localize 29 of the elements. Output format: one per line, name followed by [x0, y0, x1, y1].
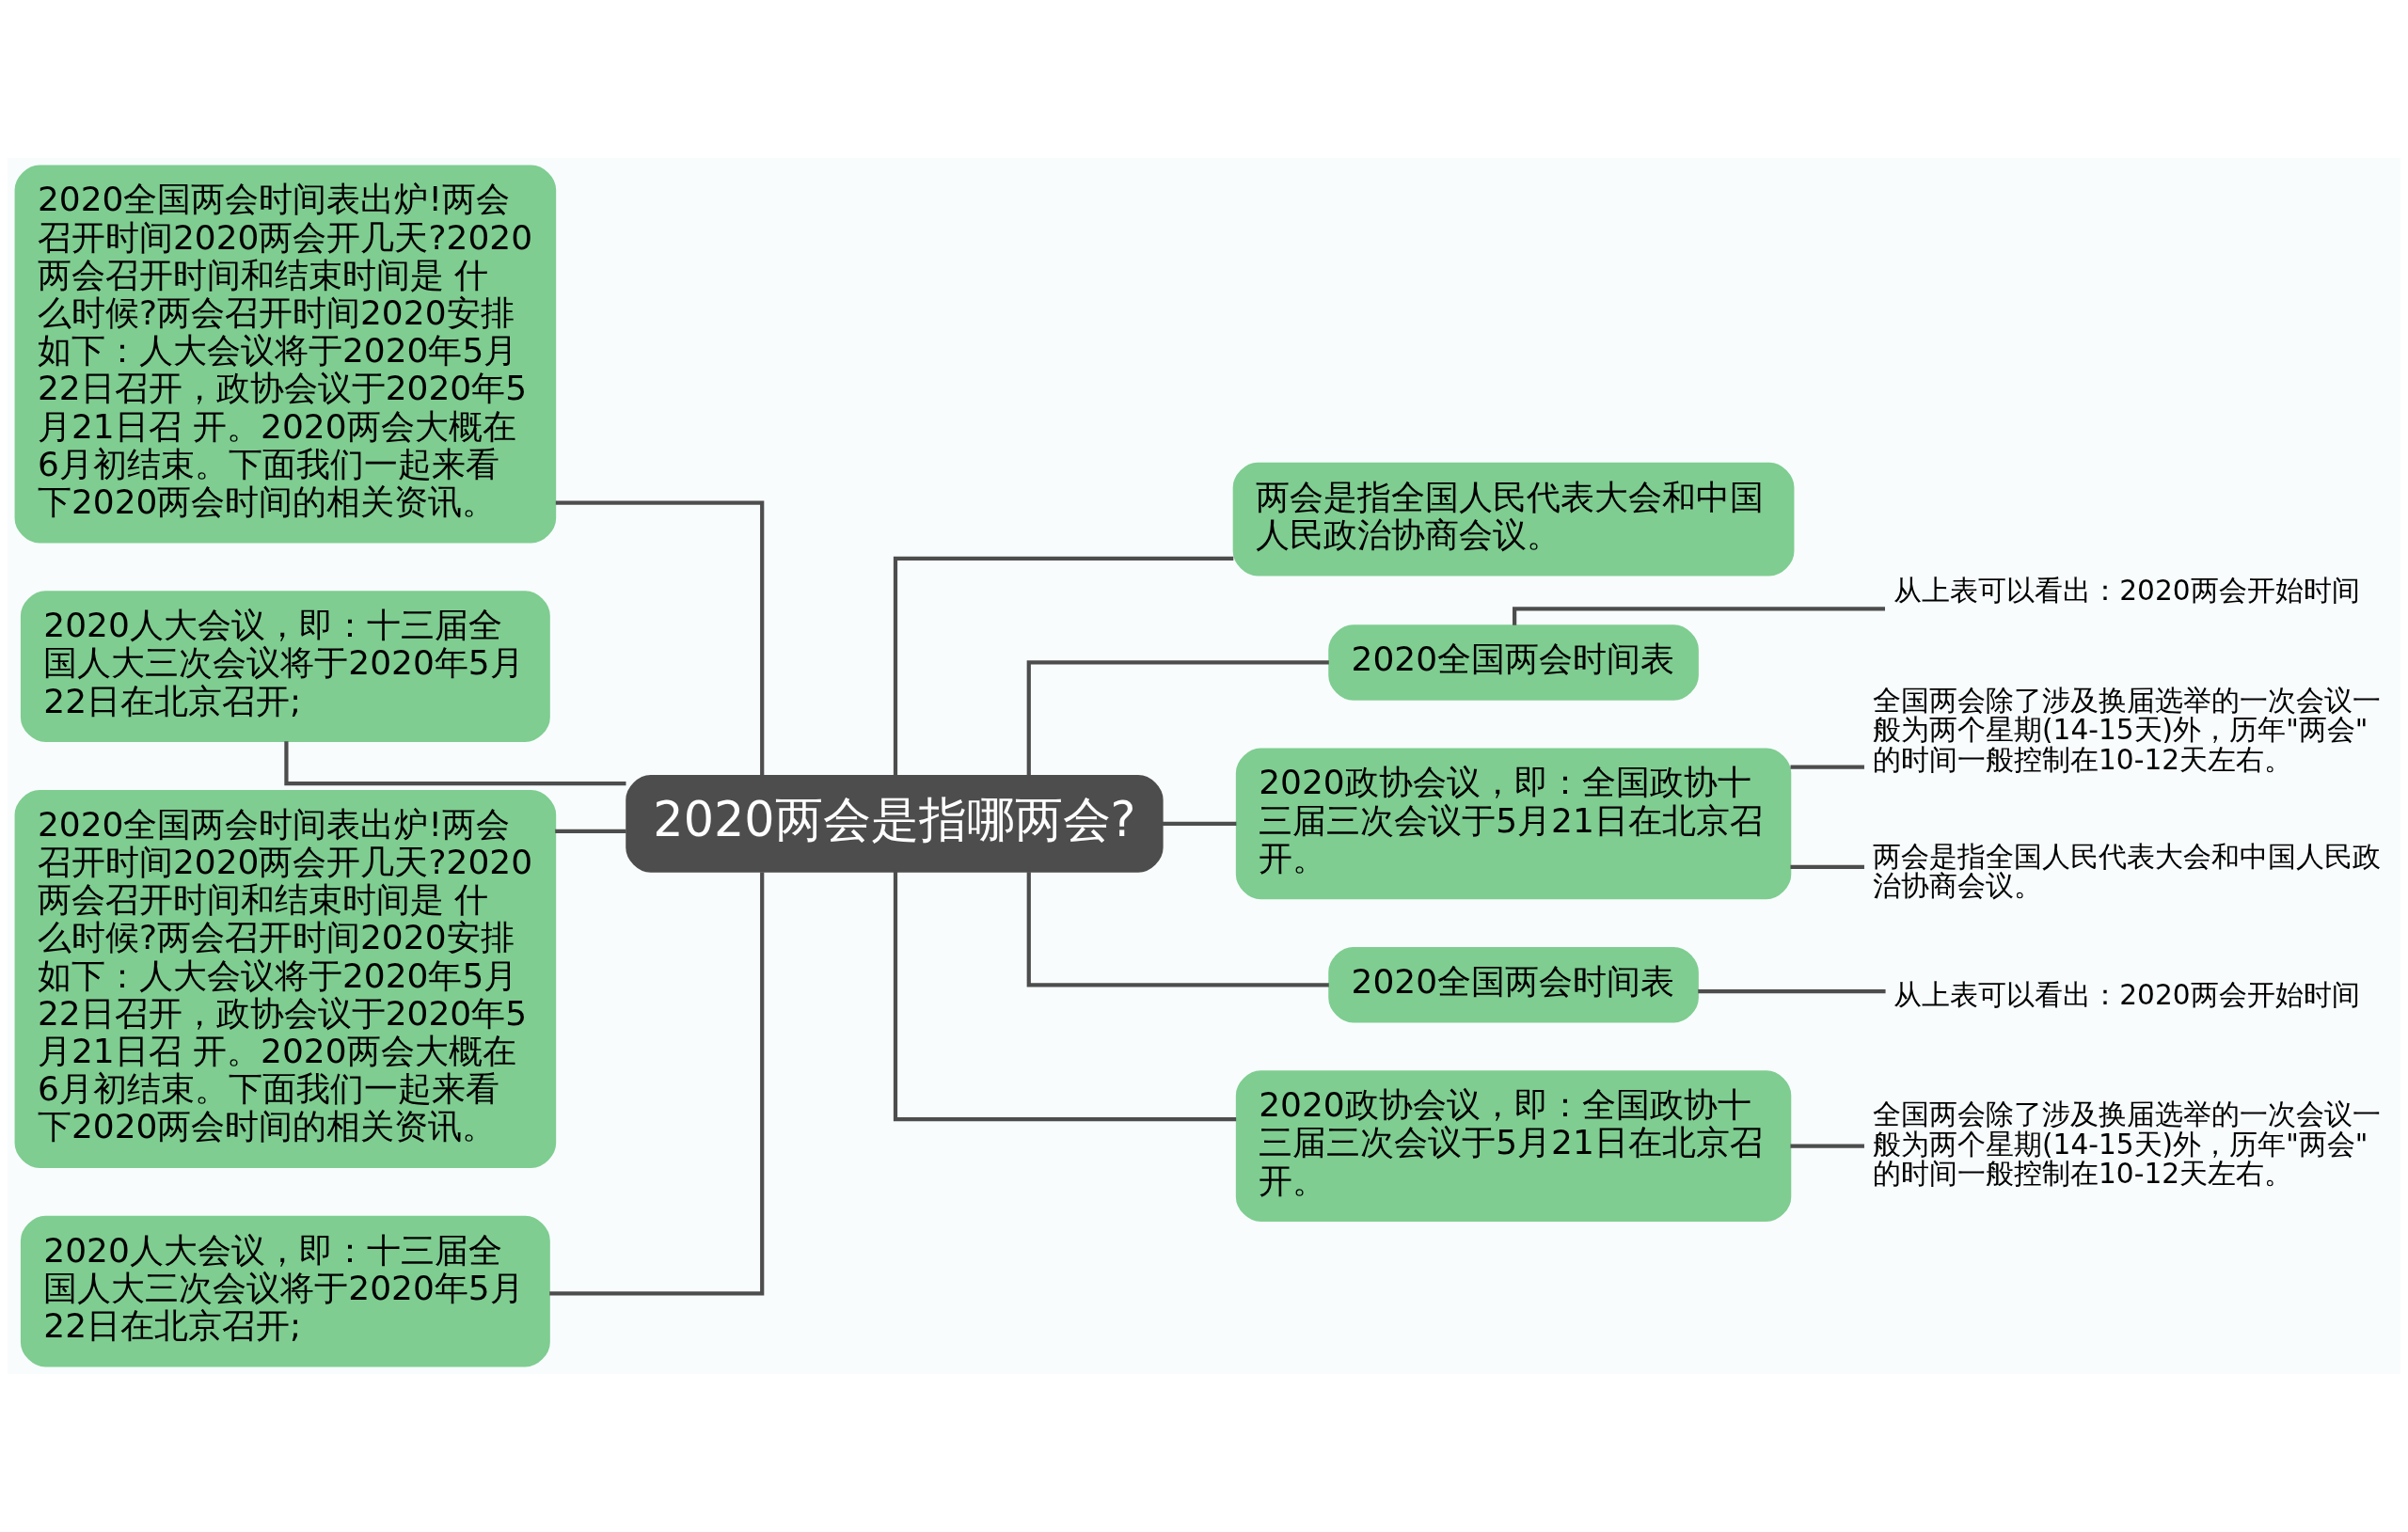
node-box: 2020政协会议，即：全国政协十三届三次会议于5月21日在北京召开。 — [1235, 1070, 1792, 1223]
connector — [555, 829, 626, 833]
node-box: 2020全国两会时间表 — [1328, 624, 1699, 701]
connector — [1790, 864, 1864, 869]
connector — [1026, 872, 1329, 987]
node-box: 两会是指全国人民代表大会和中国人民政治协商会议。 — [1232, 462, 1795, 576]
node-box: 2020全国两会时间表出炉!两会召开时间2020两会开几天?2020两会召开时间和结束时间是 什么时候?两会召开时间2020安排如下：人大会议将于2020年5月22日召开，政协会议于2020年5月21日召 开。2020两会大概在6月初结束。下面我们一起来看下2020两会时间的相关资讯。 — [14, 165, 557, 544]
connector — [893, 872, 1237, 1122]
node-text: 全国两会除了涉及换届选举的一次会议一般为两个星期(14-15天)外，历年"两会"的时间一般控制在10-12天左右。 — [1873, 684, 2382, 777]
connector — [555, 500, 765, 776]
node-box: 2020政协会议，即：全国政协十三届三次会议于5月21日在北京召开。 — [1235, 748, 1792, 900]
node-box: 2020两会是指哪两会? — [626, 775, 1164, 873]
node-text: 从上表可以看出：2020两会开始时间 — [1893, 978, 2360, 1011]
connector — [1026, 660, 1329, 776]
node-box: 2020全国两会时间表出炉!两会召开时间2020两会开几天?2020两会召开时间和结束时间是 什么时候?两会召开时间2020安排如下：人大会议将于2020年5月22日召开，政协会议于2020年5月21日召 开。2020两会大概在6月初结束。下面我们一起来看下2020两会时间的相关资讯。 — [14, 789, 557, 1168]
connector — [1162, 821, 1237, 826]
node-text: 两会是指全国人民代表大会和中国人民政治协商会议。 — [1873, 840, 2382, 903]
node-text: 全国两会除了涉及换届选举的一次会议一般为两个星期(14-15天)外，历年"两会"的时间一般控制在10-12天左右。 — [1873, 1098, 2382, 1191]
connector — [1698, 989, 1886, 994]
node-text: 从上表可以看出：2020两会开始时间 — [1893, 575, 2360, 608]
connector — [284, 741, 626, 786]
node-box: 2020人大会议，即：十三届全国人大三次会议将于2020年5月22日在北京召开; — [20, 591, 550, 743]
connector — [893, 556, 1234, 776]
connector — [1513, 607, 1885, 625]
connector — [1790, 1144, 1864, 1148]
node-box: 2020人大会议，即：十三届全国人大三次会议将于2020年5月22日在北京召开; — [20, 1215, 550, 1367]
node-box: 2020全国两会时间表 — [1328, 947, 1699, 1023]
connector — [1790, 765, 1864, 769]
connector — [549, 872, 765, 1296]
